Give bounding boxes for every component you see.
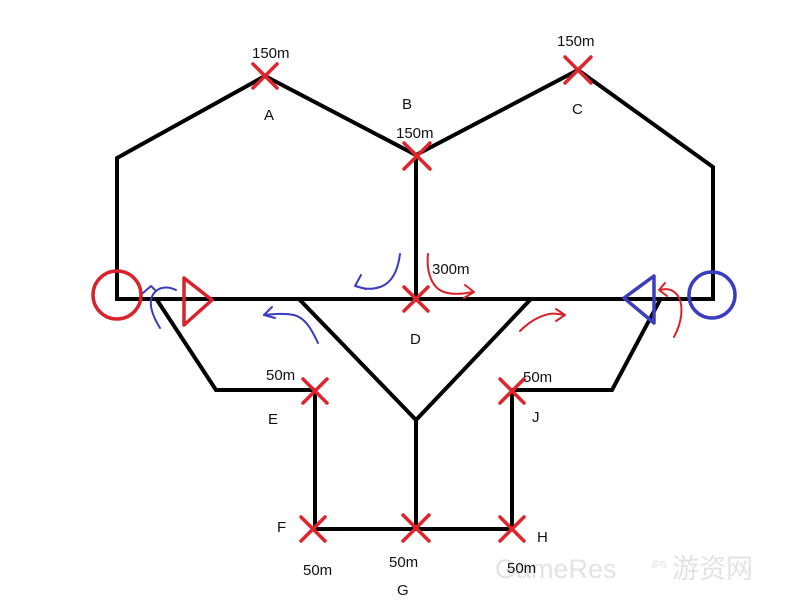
red-base xyxy=(91,269,214,327)
distance-label-b: 150m xyxy=(396,125,434,142)
x-mark-icon[interactable] xyxy=(301,377,329,405)
point-labels: 150m A B 150m 150m C 300m D 50m E F 50m … xyxy=(252,33,595,599)
distance-label-d: 300m xyxy=(432,261,470,278)
point-label-d: D xyxy=(410,331,421,348)
distance-label-a: 150m xyxy=(252,45,290,62)
distance-label-c: 150m xyxy=(557,33,595,50)
red-base-circle-icon[interactable] xyxy=(91,269,143,321)
distance-label-h: 50m xyxy=(507,560,536,577)
watermark-en: GameRes xyxy=(495,554,617,584)
watermark: GameRes 游戏 游资网 xyxy=(495,554,753,585)
x-mark-icon[interactable] xyxy=(498,377,526,405)
blue-curved-arrow-icon xyxy=(142,285,177,329)
point-label-a: A xyxy=(264,107,274,124)
blue-base-circle-icon[interactable] xyxy=(687,270,737,320)
point-label-j: J xyxy=(532,409,540,426)
watermark-cn: 游资网 xyxy=(672,554,753,585)
point-label-f: F xyxy=(277,519,286,536)
point-label-c: C xyxy=(572,101,583,118)
x-mark-icon[interactable] xyxy=(251,62,279,90)
point-label-e: E xyxy=(268,411,278,428)
x-mark-icon[interactable] xyxy=(402,285,430,313)
watermark-small: 游戏 xyxy=(651,559,667,569)
red-route-arrows xyxy=(426,253,683,338)
x-mark-icon[interactable] xyxy=(402,141,432,171)
distance-label-g: 50m xyxy=(389,554,418,571)
blue-triangle-left-icon xyxy=(622,274,656,325)
point-label-b: B xyxy=(402,96,412,113)
x-mark-icon[interactable] xyxy=(299,515,327,543)
red-curved-arrow-icon xyxy=(519,308,566,332)
x-mark-icon[interactable] xyxy=(498,515,526,543)
x-mark-icon[interactable] xyxy=(401,513,431,543)
distance-label-e: 50m xyxy=(266,367,295,384)
point-label-g: G xyxy=(397,582,409,599)
distance-label-j: 50m xyxy=(523,369,552,386)
road-center-y xyxy=(297,297,533,423)
point-label-h: H xyxy=(537,529,548,546)
red-curved-arrow-icon xyxy=(426,253,475,299)
red-curved-arrow-icon xyxy=(658,282,683,338)
blue-curved-arrow-icon xyxy=(263,306,319,344)
capture-markers xyxy=(251,55,593,543)
x-mark-icon[interactable] xyxy=(563,55,593,85)
distance-label-f: 50m xyxy=(303,562,332,579)
blue-base xyxy=(622,270,737,325)
blue-route-arrows xyxy=(142,253,401,344)
blue-curved-arrow-icon xyxy=(354,253,401,290)
red-triangle-right-icon xyxy=(182,276,214,327)
